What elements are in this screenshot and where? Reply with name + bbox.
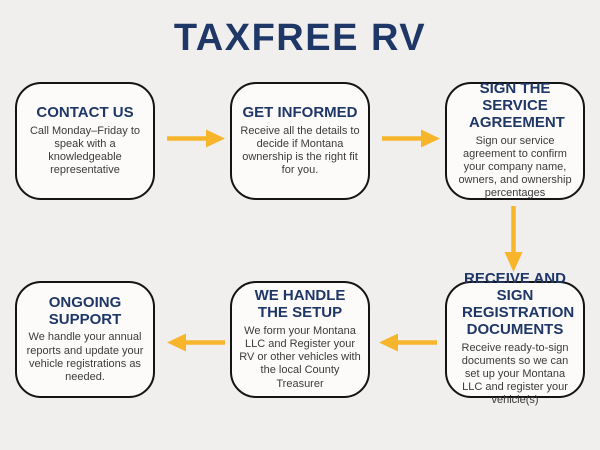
step-title: ONGOING SUPPORT xyxy=(48,293,122,328)
step-description: Receive ready-to-sign documents so we ca… xyxy=(461,341,569,407)
step-card-ongoing-support: ONGOING SUPPORT We handle your annual re… xyxy=(15,281,155,398)
step-description: We form your Montana LLC and Register yo… xyxy=(239,324,361,390)
step-description: Sign our service agreement to confirm yo… xyxy=(458,134,572,200)
step-card-sign-service-agreement: SIGN THE SERVICE AGREEMENT Sign our serv… xyxy=(445,80,585,200)
arrow-left-icon xyxy=(167,332,225,353)
step-description: Call Monday–Friday to speak with a knowl… xyxy=(29,124,141,177)
arrow-left-icon xyxy=(379,332,437,353)
step-title: CONTACT US xyxy=(36,103,134,121)
arrow-down-icon xyxy=(503,206,524,272)
step-title: WE HANDLE THE SETUP xyxy=(254,287,346,322)
arrow-right-icon xyxy=(382,128,440,149)
step-description: We handle your annual reports and update… xyxy=(26,331,144,383)
step-card-receive-sign-registration-documents: RECEIVE AND SIGN REGISTRATION DOCUMENTS … xyxy=(445,271,585,406)
step-title: SIGN THE SERVICE AGREEMENT xyxy=(469,80,565,131)
step-title: RECEIVE AND SIGN REGISTRATION DOCUMENTS xyxy=(462,270,575,338)
step-card-get-informed: GET INFORMED Receive all the details to … xyxy=(230,82,370,200)
step-card-contact-us: CONTACT US Call Monday–Friday to speak w… xyxy=(15,82,155,200)
arrow-right-icon xyxy=(167,128,225,149)
step-description: Receive all the details to decide if Mon… xyxy=(240,124,360,177)
page-title: TAXFREE RV xyxy=(173,17,427,59)
step-card-we-handle-the-setup: WE HANDLE THE SETUP We form your Montana… xyxy=(230,281,370,398)
step-title: GET INFORMED xyxy=(242,103,358,121)
